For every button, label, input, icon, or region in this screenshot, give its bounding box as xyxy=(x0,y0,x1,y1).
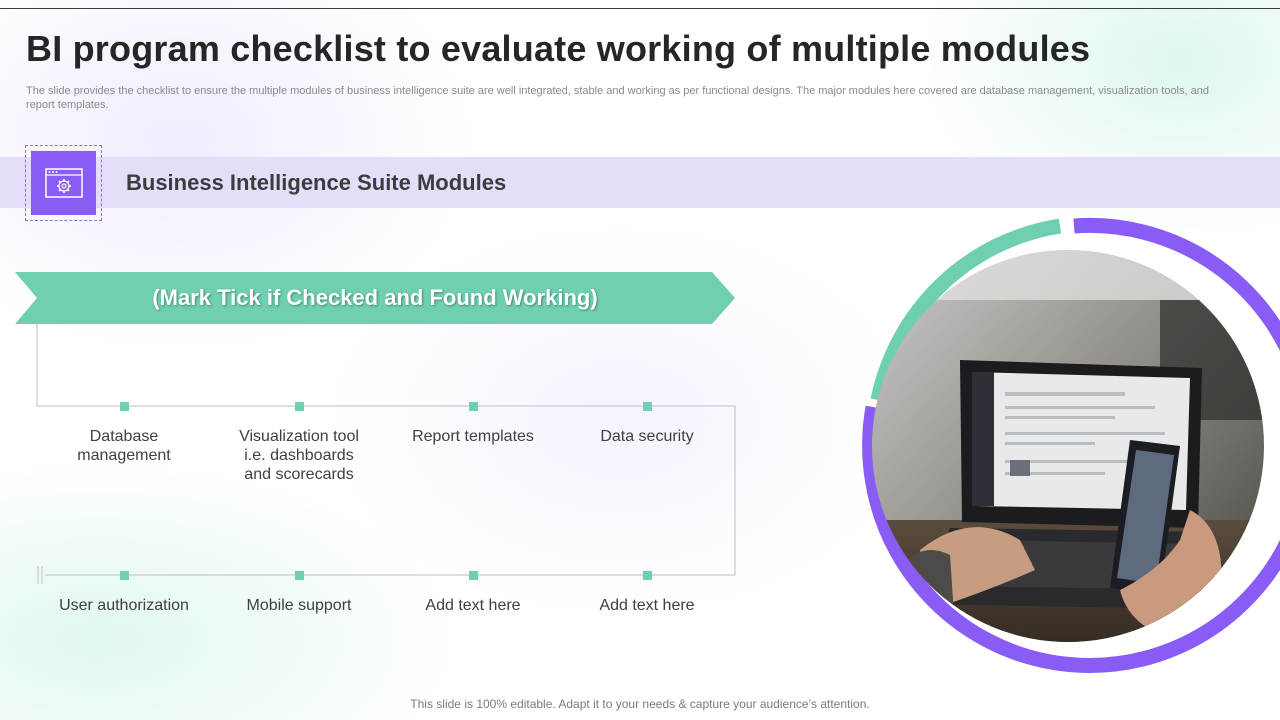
module-label: Database xyxy=(89,428,159,445)
slide-subtitle: The slide provides the checklist to ensu… xyxy=(26,85,1209,111)
module-label: Add text here xyxy=(599,597,695,614)
browser-settings-icon xyxy=(31,151,96,215)
row1-node-3 xyxy=(469,402,478,411)
row2-node-3 xyxy=(469,571,478,580)
module-label: and scorecards xyxy=(244,466,354,483)
module-label: Report templates xyxy=(412,428,534,445)
row1-node-2 xyxy=(295,402,304,411)
module-flow-lines xyxy=(36,324,736,584)
row1-node-4 xyxy=(643,402,652,411)
row2-node-1 xyxy=(120,571,129,580)
section-band xyxy=(0,157,1280,208)
slide-footer: This slide is 100% editable. Adapt it to… xyxy=(410,697,870,711)
laptop-and-smartphone-photo xyxy=(860,210,1280,685)
module-report-templates: Report templates xyxy=(388,427,558,446)
section-icon-frame xyxy=(25,145,102,221)
module-label: Mobile support xyxy=(246,597,352,614)
module-placeholder-1: Add text here xyxy=(388,596,558,615)
module-mobile-support: Mobile support xyxy=(214,596,384,615)
slide-title: BI program checklist to evaluate working… xyxy=(26,28,1091,69)
checklist-banner xyxy=(15,272,735,324)
module-label: i.e. dashboards xyxy=(244,447,354,464)
row2-node-4 xyxy=(643,571,652,580)
module-label: Add text here xyxy=(425,597,521,614)
row1-node-1 xyxy=(120,402,129,411)
module-user-authorization: User authorization xyxy=(39,596,209,615)
module-database-management: Database management xyxy=(39,427,209,465)
top-rule xyxy=(0,8,1280,9)
module-label: Data security xyxy=(600,428,694,445)
section-title: Business Intelligence Suite Modules xyxy=(126,170,507,195)
module-label: management xyxy=(77,447,171,464)
module-label: User authorization xyxy=(59,597,189,614)
module-label: Visualization tool xyxy=(239,428,359,445)
module-data-security: Data security xyxy=(562,427,732,446)
banner-text: (Mark Tick if Checked and Found Working) xyxy=(152,285,598,310)
module-placeholder-2: Add text here xyxy=(562,596,732,615)
row2-node-2 xyxy=(295,571,304,580)
module-visualization-tool: Visualization tool i.e. dashboards and s… xyxy=(214,427,384,484)
